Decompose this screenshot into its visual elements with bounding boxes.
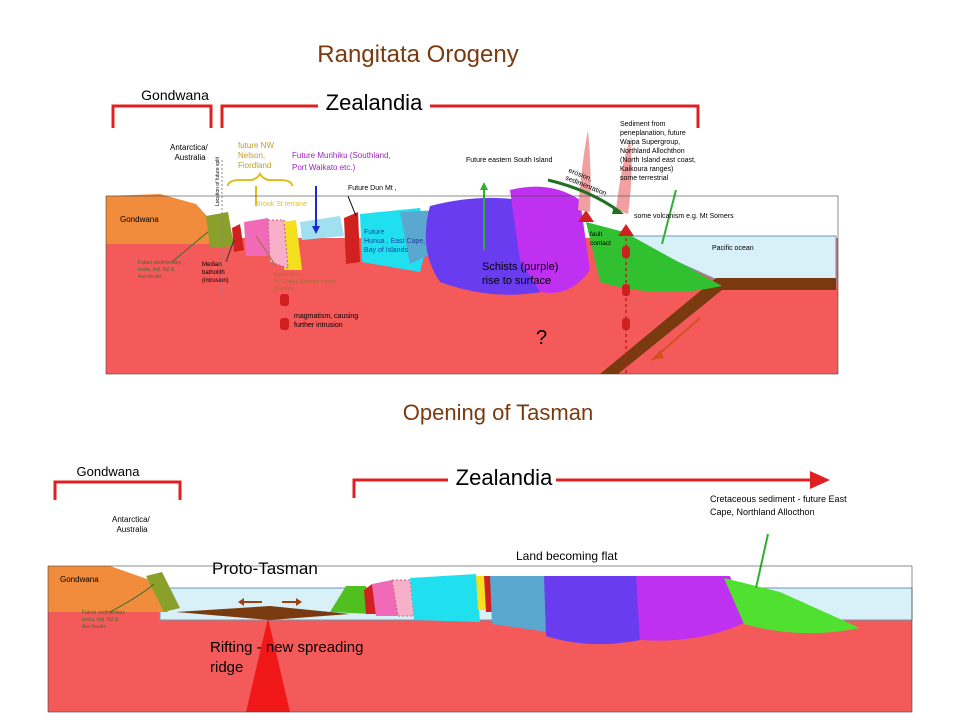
cretaceous-label-2: Cretaceous sediment - future East Cape, … [710, 494, 849, 517]
gondwana-bracket-2 [55, 482, 180, 500]
gondwana-land-label-1: Gondwana [120, 215, 159, 224]
antarctica-label-2: Antarctica/ Australia [112, 515, 152, 534]
antarctica-label-1: Antarctica/ Australia [170, 143, 210, 162]
gondwana-land-2 [48, 566, 168, 612]
murihiku-label-1: Future Murihiku (Southland, Port Waikato… [292, 151, 393, 172]
nw-nelson-label-1: future NW Nelson, Fiordland [238, 141, 276, 170]
proto-tasman-label-2: Proto-Tasman [212, 559, 318, 578]
steelblue-block-2 [490, 576, 548, 632]
magma-drop-5 [280, 318, 289, 330]
volcanism-label-1: some volcanism e.g. Mt Somers [634, 213, 734, 220]
lightblue-block-1 [300, 216, 344, 240]
gondwana-bracket-label-1: Gondwana [141, 87, 209, 103]
sediment-label-1: Sediment from peneplanation, future Waip… [620, 121, 698, 182]
olive-block-1 [206, 212, 234, 248]
arrow-cretaceous-2 [756, 534, 768, 588]
cyan-block-2 [410, 574, 480, 622]
eastern-si-label-1: Future eastern South Island [466, 157, 552, 164]
land-flat-label-2: Land becoming flat [516, 549, 618, 563]
dun-mt-label-1: Future Dun Mt , [348, 185, 397, 192]
zealandia-bracket-label-2: Zealandia [456, 465, 553, 490]
panel-rangitata-orogeny: Rangitata Orogeny Gondwana Zealandia [106, 41, 838, 374]
gondwana-bracket-1 [113, 106, 211, 128]
location-split-label-1: Location of future split [215, 156, 221, 206]
question-mark-1: ? [536, 327, 547, 349]
schist-blue-2 [544, 576, 640, 644]
panel-opening-of-tasman: Opening of Tasman Gondwana Zealandia [48, 400, 912, 712]
volcano-1b [618, 224, 634, 236]
gondwana-bracket-label-2: Gondwana [77, 464, 141, 479]
gondwana-land-label-2: Gondwana [60, 575, 99, 584]
panel2-title: Opening of Tasman [403, 400, 593, 425]
panel1-title: Rangitata Orogeny [317, 41, 518, 68]
nw-nelson-brace-1 [228, 174, 292, 186]
brook-st-label-1: Brook St terrane [256, 201, 307, 208]
magma-drop-4 [280, 294, 289, 306]
arrow-dunmt-1 [348, 196, 356, 216]
pacific-label-1: Pacific ocean [712, 245, 754, 252]
dunmt-block-1 [344, 212, 360, 264]
zealandia-bracket-label-1: Zealandia [326, 90, 423, 115]
